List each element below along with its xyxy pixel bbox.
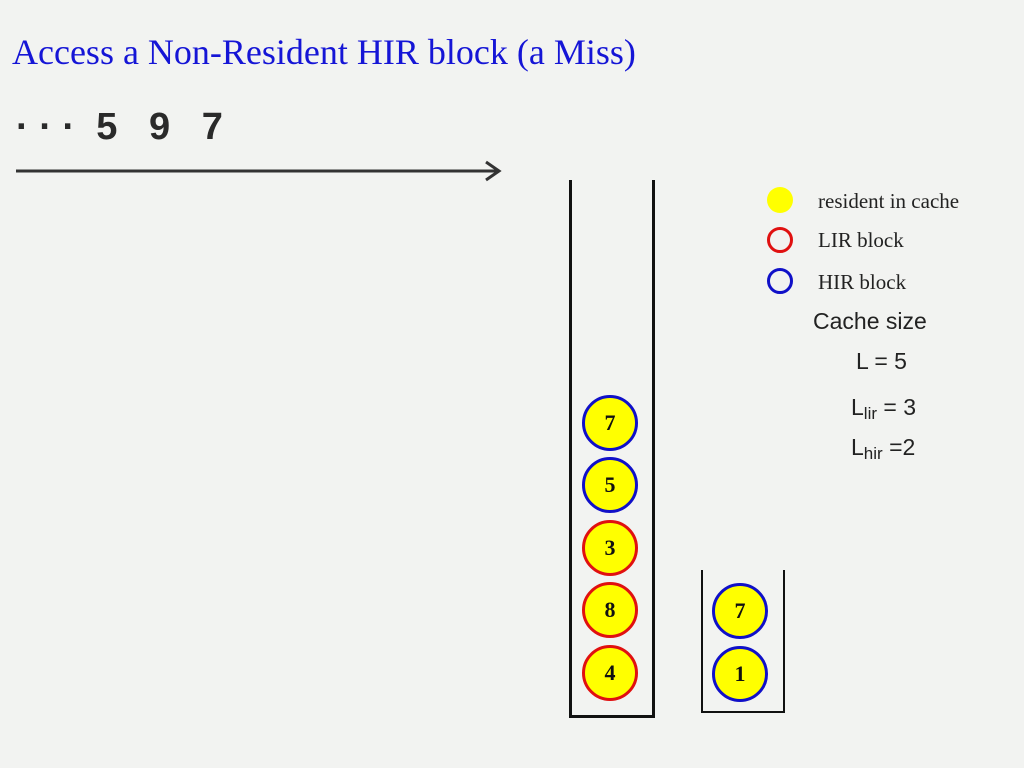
access-sequence: · · · 5 9 7 <box>16 106 223 148</box>
timeline-arrow <box>16 160 502 182</box>
lir-swatch-icon <box>767 227 793 253</box>
stack-q-right-wall <box>783 570 785 713</box>
legend-lir-label: LIR block <box>818 228 904 252</box>
llir-value: Llir = 3 <box>851 394 917 423</box>
legend-hir-label: HIR block <box>818 270 907 294</box>
legend-resident-label: resident in cache <box>818 189 960 213</box>
stack-s-block-4: 4 <box>582 645 638 701</box>
stack-s-right-wall <box>652 180 655 718</box>
stack-s-block-7: 7 <box>582 395 638 451</box>
stack-q-block-7: 7 <box>712 583 768 639</box>
stack-q-left-wall <box>701 570 703 713</box>
hir-swatch-icon <box>767 268 793 294</box>
stack-s-block-5: 5 <box>582 457 638 513</box>
stack-s-bottom <box>569 715 655 718</box>
stack-q-bottom <box>701 711 785 713</box>
cache-size-l: L = 5 <box>856 348 907 374</box>
resident-swatch-icon <box>767 187 793 213</box>
stack-s-left-wall <box>569 180 572 718</box>
stack-s-block-3: 3 <box>582 520 638 576</box>
cache-size-label: Cache size <box>813 308 927 334</box>
lhir-value: Lhir =2 <box>851 434 916 463</box>
slide-title: Access a Non-Resident HIR block (a Miss) <box>12 32 636 72</box>
stack-q-block-1: 1 <box>712 646 768 702</box>
stack-s-block-8: 8 <box>582 582 638 638</box>
